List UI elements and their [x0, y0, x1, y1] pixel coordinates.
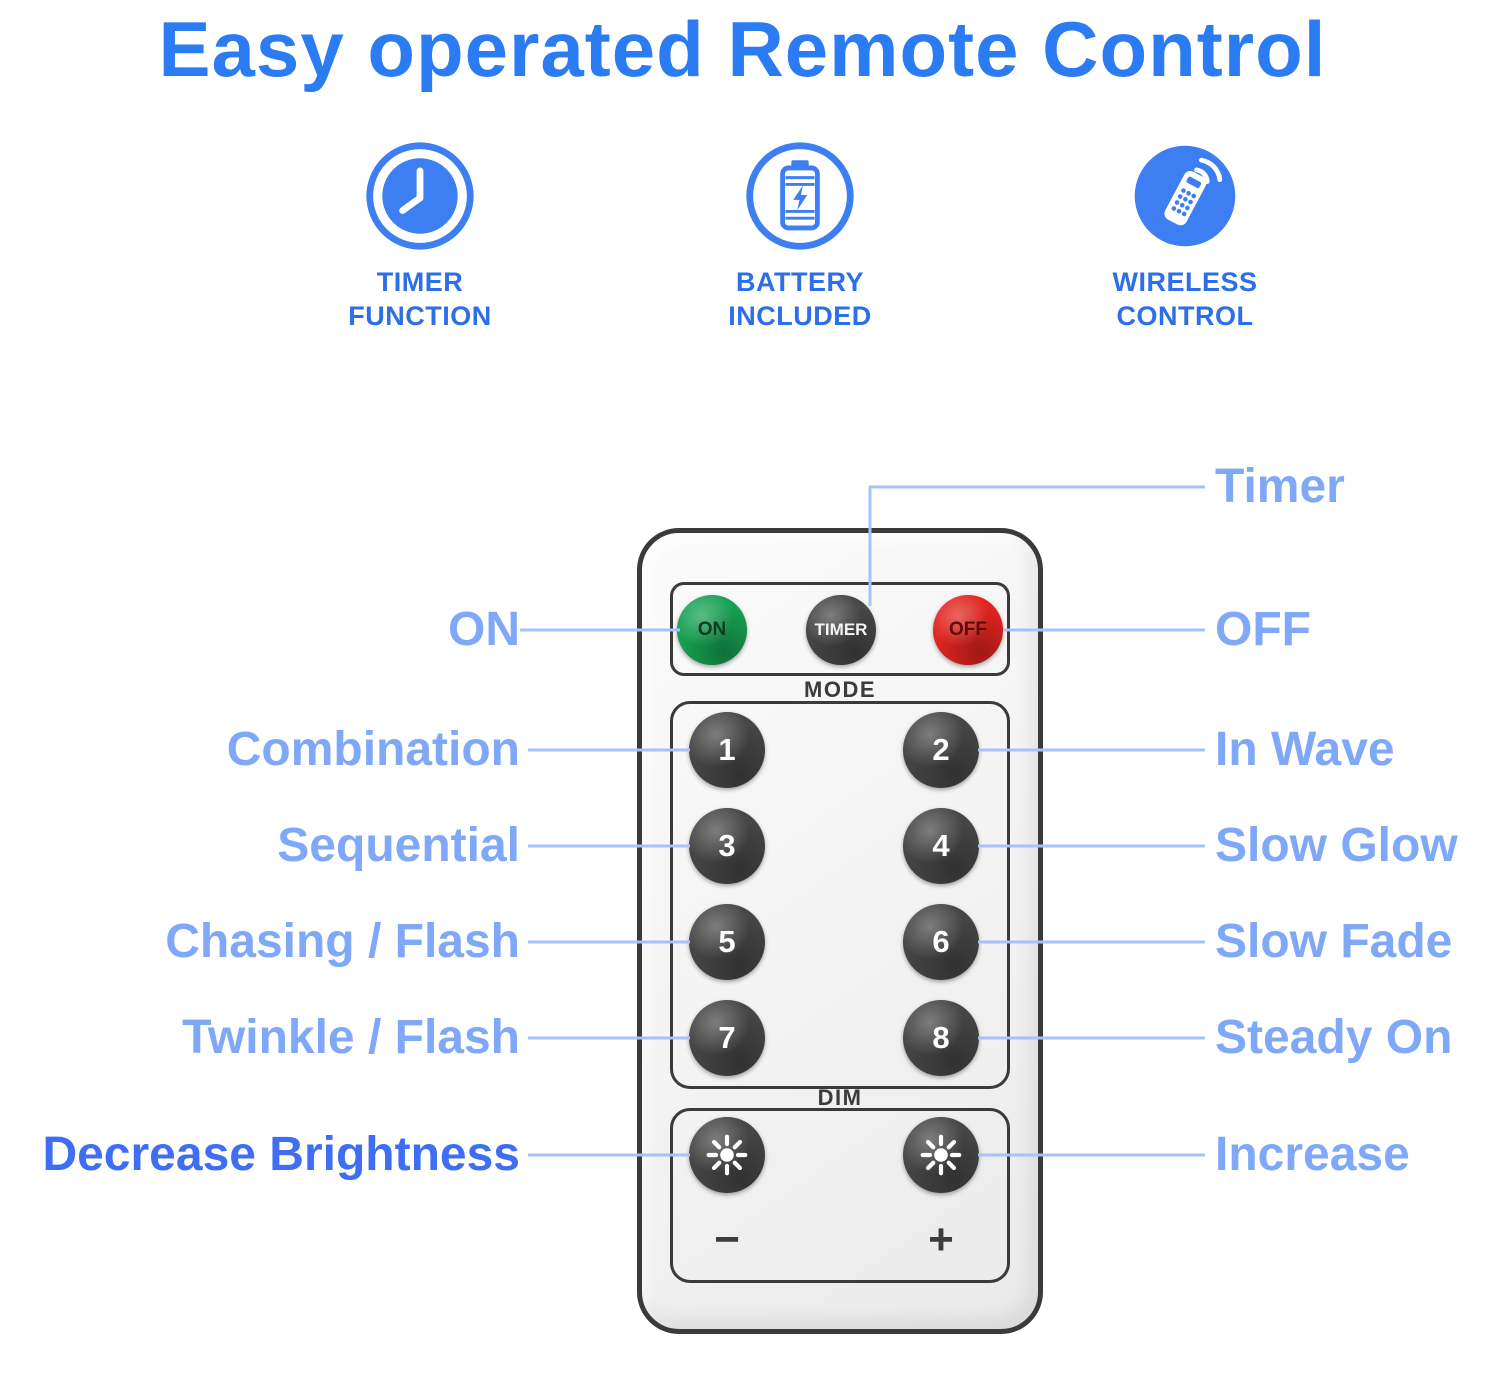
dim-minus-label: −	[714, 1215, 740, 1264]
feature-label-line2: CONTROL	[1116, 300, 1254, 331]
callout-increase: Increase	[1215, 1128, 1410, 1181]
feature-wireless-control: WIRELESS CONTROL	[1060, 138, 1310, 334]
callout-chasing-flash: Chasing / Flash	[165, 915, 520, 968]
callout-decrease-brightness: Decrease Brightness	[42, 1128, 520, 1181]
remote-control: ON TIMER OFF MODE 1 2 3 4 5 6 7 8 DIM	[637, 528, 1043, 1334]
feature-label-line2: FUNCTION	[348, 300, 492, 331]
brightness-sun-icon	[706, 1134, 748, 1176]
callout-timer: Timer	[1215, 460, 1345, 513]
feature-label-line1: TIMER	[376, 267, 464, 297]
callout-sequential: Sequential	[277, 819, 520, 872]
mode-button-2: 2	[903, 712, 979, 788]
callout-combination: Combination	[226, 723, 520, 776]
callout-slow-glow: Slow Glow	[1215, 819, 1458, 872]
battery-icon	[746, 142, 854, 250]
dim-button-group	[670, 1108, 1010, 1283]
mode-button-1: 1	[689, 712, 765, 788]
callout-slow-fade: Slow Fade	[1215, 915, 1453, 968]
mode-label: MODE	[804, 677, 876, 702]
mode-button-4: 4	[903, 808, 979, 884]
feature-battery-included: BATTERY INCLUDED	[675, 138, 925, 334]
mode-button-3: 3	[689, 808, 765, 884]
mode-button-group	[670, 701, 1010, 1089]
page-title: Easy operated Remote Control	[158, 5, 1327, 93]
mode-button-6: 6	[903, 904, 979, 980]
dim-label: DIM	[817, 1085, 863, 1110]
dim-plus-label: +	[928, 1215, 954, 1264]
feature-label-line1: WIRELESS	[1112, 267, 1258, 297]
feature-label-line2: INCLUDED	[728, 300, 872, 331]
callout-in-wave: In Wave	[1215, 723, 1395, 776]
off-button: OFF	[933, 595, 1003, 665]
feature-label-line1: BATTERY	[736, 267, 864, 297]
callout-twinkle-flash: Twinkle / Flash	[182, 1011, 520, 1064]
feature-label-wireless: WIRELESS CONTROL	[1060, 266, 1310, 334]
mode-button-8: 8	[903, 1000, 979, 1076]
increase-brightness-button	[903, 1117, 979, 1193]
on-button: ON	[677, 595, 747, 665]
wireless-remote-icon	[1134, 145, 1236, 247]
feature-timer-function: TIMER FUNCTION	[295, 138, 545, 334]
callout-steady-on: Steady On	[1215, 1011, 1453, 1064]
brightness-sun-icon	[920, 1134, 962, 1176]
feature-label-timer: TIMER FUNCTION	[295, 266, 545, 334]
timer-button: TIMER	[806, 595, 876, 665]
mode-button-5: 5	[689, 904, 765, 980]
callout-off: OFF	[1215, 603, 1311, 656]
clock-icon	[366, 142, 474, 250]
mode-button-7: 7	[689, 1000, 765, 1076]
decrease-brightness-button	[689, 1117, 765, 1193]
feature-label-battery: BATTERY INCLUDED	[675, 266, 925, 334]
callout-on: ON	[448, 603, 520, 656]
